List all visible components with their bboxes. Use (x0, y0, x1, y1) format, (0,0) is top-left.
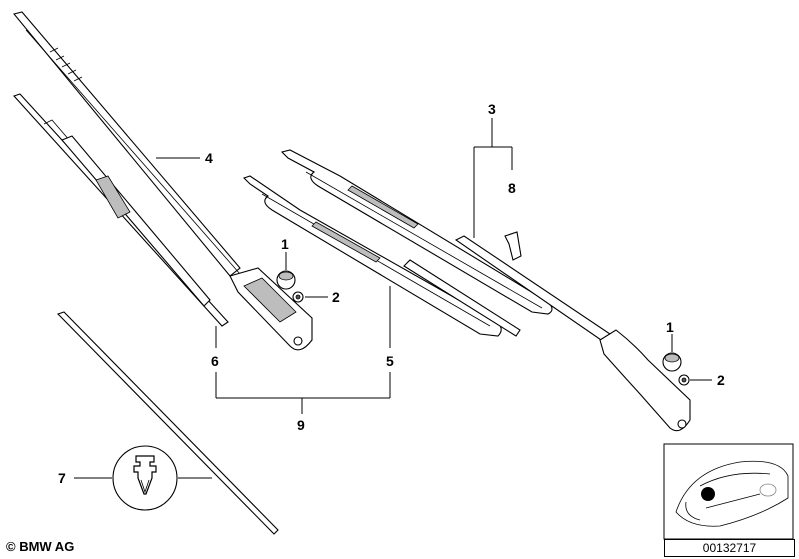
callout-5: 5 (386, 353, 394, 369)
wiper-blade-left (13, 93, 229, 327)
fastener-clip-icon (112, 445, 178, 511)
car-location-icon (663, 443, 794, 540)
copyright-label: © BMW AG (6, 539, 75, 554)
callout-4: 4 (205, 150, 213, 166)
cover-cap-left (276, 270, 296, 290)
reference-number: 00132717 (664, 539, 795, 557)
leader-lines (74, 118, 712, 479)
callout-9: 9 (297, 417, 305, 433)
hex-nut-left (292, 291, 304, 303)
callout-2-left: 2 (332, 289, 340, 305)
wiper-blade-center (242, 175, 521, 337)
callout-3: 3 (488, 101, 496, 117)
callout-1-right: 1 (666, 319, 674, 335)
callout-6: 6 (211, 353, 219, 369)
hex-nut-right (678, 374, 690, 386)
callout-2-right: 2 (717, 372, 725, 388)
wiper-arm-left (13, 11, 313, 351)
callout-8: 8 (508, 180, 516, 196)
cover-cap-right (662, 352, 682, 372)
retaining-clip (504, 231, 522, 261)
wiper-rubber-strip (56, 311, 279, 535)
callout-7: 7 (58, 470, 66, 486)
wiper-arm-right (454, 235, 691, 432)
wiper-blade-right (280, 149, 553, 315)
callout-1-left: 1 (281, 236, 289, 252)
